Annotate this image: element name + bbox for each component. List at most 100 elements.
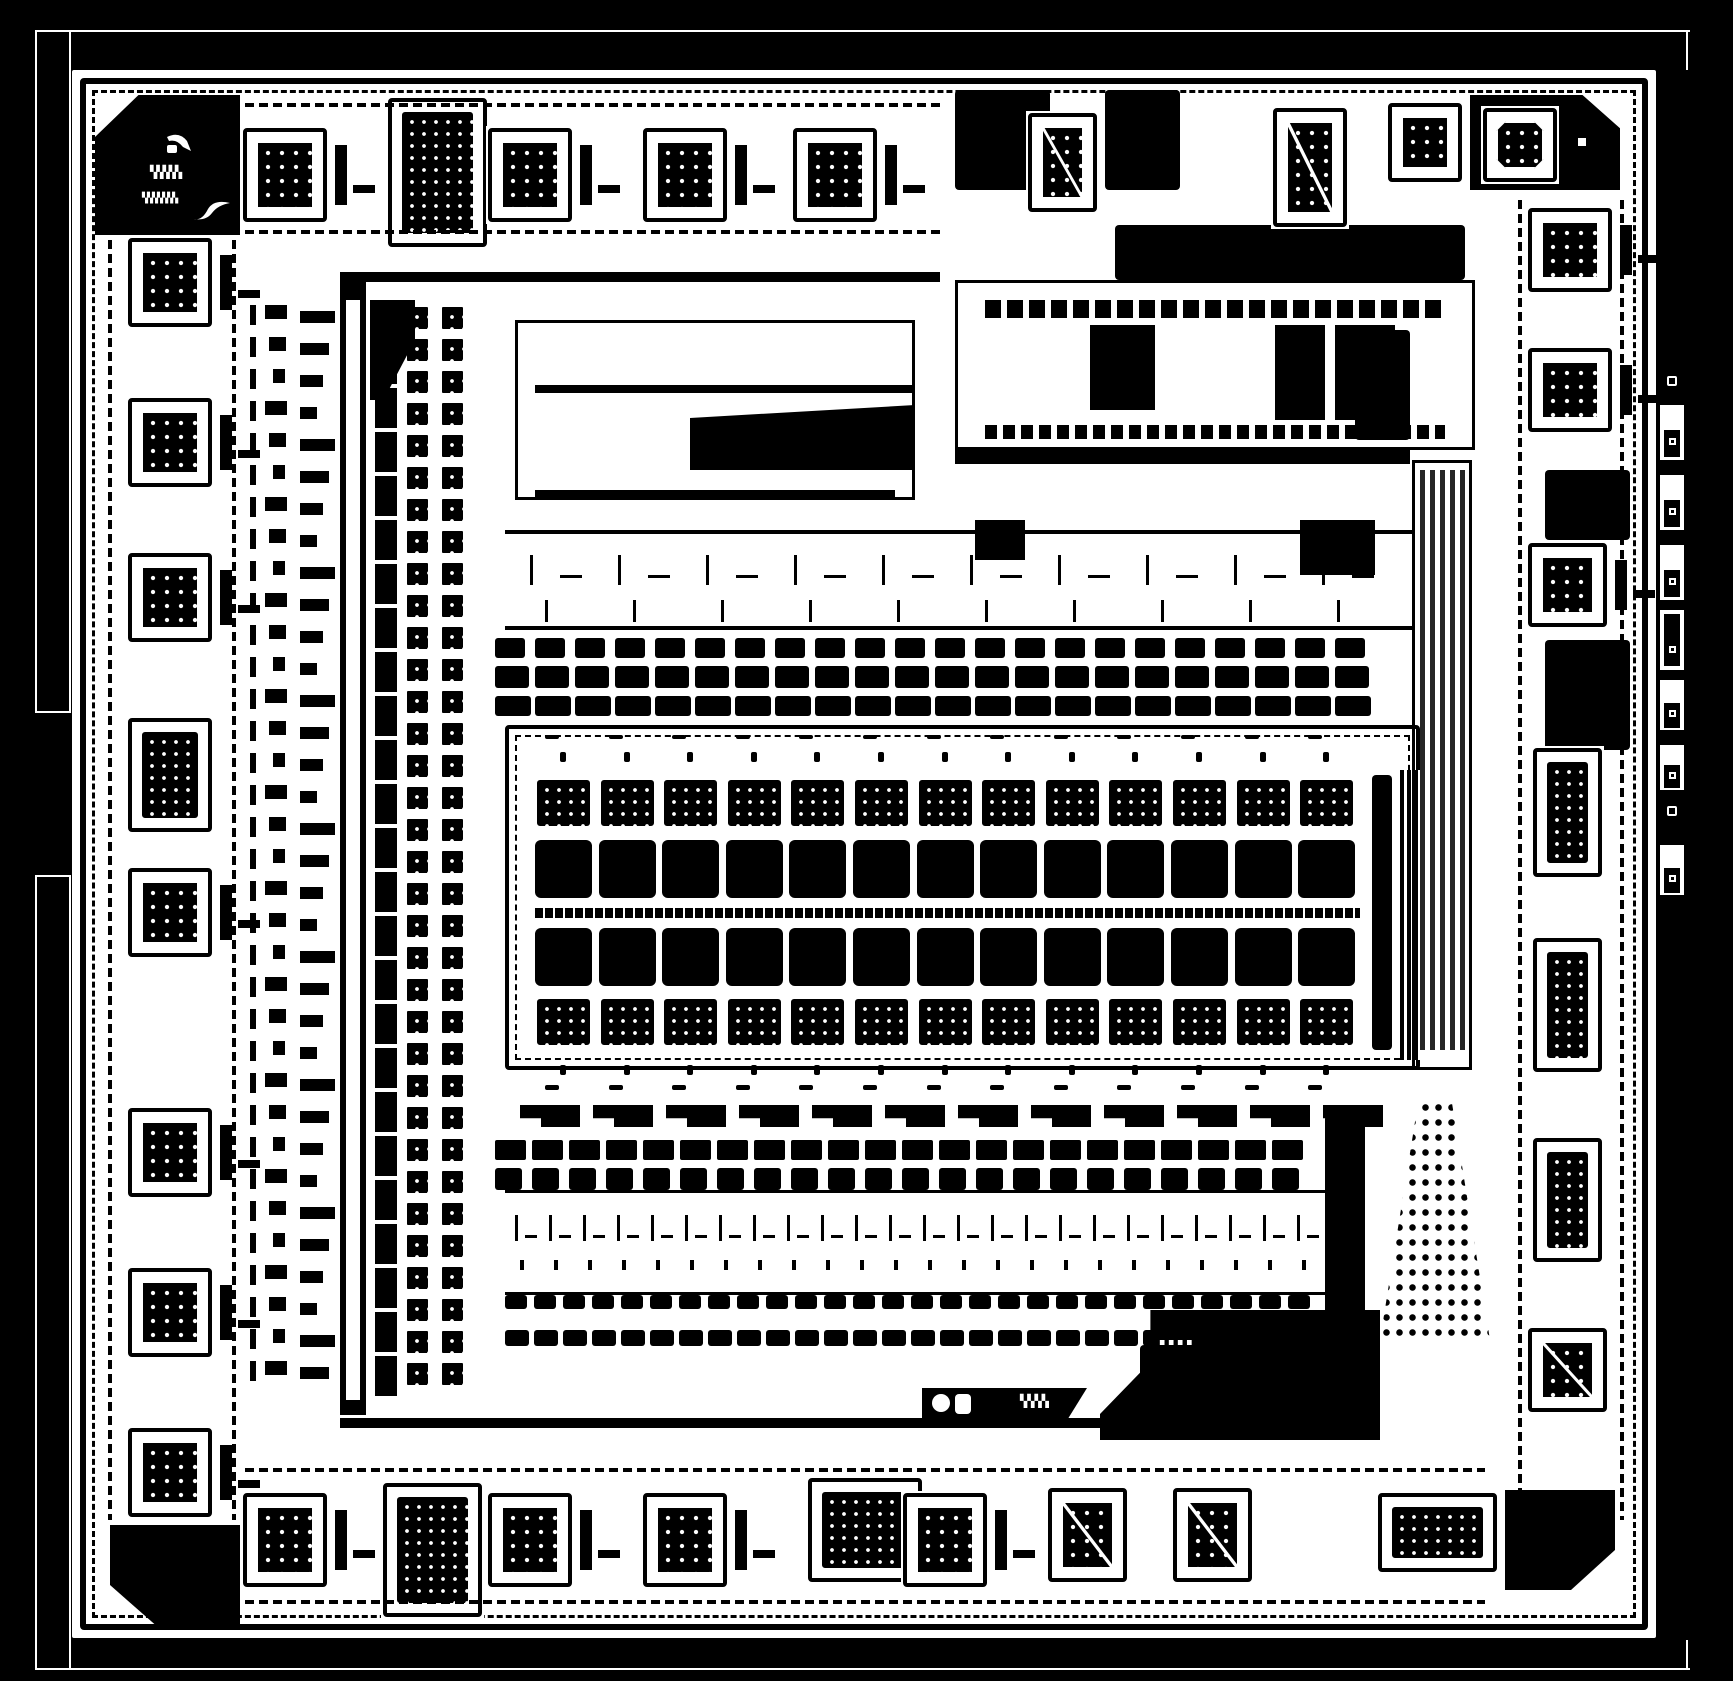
bit-cell xyxy=(708,1330,732,1346)
std-cell xyxy=(300,663,317,675)
array-cell xyxy=(853,840,910,898)
register-cell xyxy=(615,638,645,658)
bit-slice-mark xyxy=(695,1235,707,1238)
std-cell xyxy=(265,785,287,799)
pad-driver xyxy=(238,605,260,613)
register-cell xyxy=(680,1168,707,1190)
array-tick xyxy=(609,735,623,739)
register-cell xyxy=(1124,1168,1151,1190)
array-cell xyxy=(789,778,846,828)
pad-driver xyxy=(353,185,375,193)
wire-stub xyxy=(250,1201,256,1221)
wire-stub xyxy=(648,575,670,578)
wire-stub xyxy=(794,555,797,585)
std-cell xyxy=(405,465,430,491)
top-logic-dark-region xyxy=(690,405,915,470)
bit-slice-mark xyxy=(593,1235,605,1238)
register-cell xyxy=(680,1140,711,1160)
register-cell xyxy=(495,696,531,716)
std-cell xyxy=(269,913,286,927)
pad-square xyxy=(140,250,200,315)
pad-driver xyxy=(238,1160,260,1168)
array-tick xyxy=(942,1065,948,1075)
register-cell xyxy=(976,1140,1007,1160)
pad-ring xyxy=(128,1428,212,1517)
top-right-cell-row-2 xyxy=(985,425,1445,439)
register-cell xyxy=(1175,696,1211,716)
array-cell xyxy=(599,778,656,828)
pad-ring xyxy=(128,1108,212,1197)
array-tick xyxy=(1245,735,1259,739)
std-cell xyxy=(440,1073,465,1099)
std-cell xyxy=(265,1265,287,1279)
register-cell xyxy=(775,638,805,658)
std-cell xyxy=(440,593,465,619)
pad-driver xyxy=(238,1480,260,1488)
std-cell xyxy=(273,561,285,575)
bit-slice-mark xyxy=(1035,1235,1047,1238)
wire-stub xyxy=(736,575,758,578)
register-cell xyxy=(532,1168,559,1190)
bit-slice-mark xyxy=(1059,1215,1062,1241)
mid-bank-dark-cell-2 xyxy=(1300,520,1375,575)
bit-cell xyxy=(998,1295,1020,1309)
std-cell xyxy=(265,305,287,319)
large-block xyxy=(1545,470,1630,540)
std-cell xyxy=(273,1329,285,1343)
lower-logic-frame xyxy=(505,1190,1325,1295)
test-via xyxy=(1669,438,1676,445)
register-cell xyxy=(1095,638,1125,658)
bit-slice-mark xyxy=(821,1215,824,1241)
bit-slice-mark xyxy=(1166,1260,1170,1270)
array-tick xyxy=(990,1085,1004,1090)
bit-slice-mark xyxy=(685,1215,688,1241)
std-cell xyxy=(405,1137,430,1163)
array-tick xyxy=(1323,1065,1329,1075)
pad-driver xyxy=(995,1510,1007,1570)
std-cell xyxy=(273,1041,285,1055)
wire-stub xyxy=(250,1233,256,1253)
bit-cell xyxy=(650,1330,674,1346)
std-cell xyxy=(440,1137,465,1163)
bit-slice-mark xyxy=(967,1235,979,1238)
register-cell xyxy=(1055,638,1085,658)
bit-slice-mark xyxy=(928,1260,932,1270)
register-cell xyxy=(902,1140,933,1160)
register-cell xyxy=(1055,696,1091,716)
array-cell xyxy=(599,840,656,898)
bit-slice-mark xyxy=(1025,1215,1028,1241)
bit-slice-mark xyxy=(1161,1215,1164,1241)
bit-cell xyxy=(1027,1295,1049,1309)
register-cell xyxy=(895,666,929,688)
bit-cell xyxy=(969,1295,991,1309)
core-ring-left-channel xyxy=(346,300,360,1400)
large-block xyxy=(1105,90,1180,190)
bit-slice-mark xyxy=(797,1235,809,1238)
register-cell xyxy=(935,696,971,716)
wire-stub xyxy=(250,625,256,645)
bit-slice-mark xyxy=(1297,1215,1300,1241)
register-cell xyxy=(1087,1168,1114,1190)
register-cell xyxy=(855,666,889,688)
std-cell xyxy=(300,1015,323,1027)
wire-stub xyxy=(721,600,724,622)
array-cell xyxy=(599,928,656,986)
pad-diagonal xyxy=(1285,120,1335,215)
large-block xyxy=(1115,225,1465,280)
std-cell xyxy=(269,433,286,447)
array-cell xyxy=(917,778,974,828)
logo-marking-1: ▚▚▚▚▚ xyxy=(150,165,182,179)
pad-square xyxy=(140,880,200,945)
array-tick xyxy=(814,1065,820,1075)
array-tick xyxy=(1260,752,1266,762)
wire-stub xyxy=(706,555,709,585)
std-cell xyxy=(265,1169,287,1183)
register-cell xyxy=(695,696,731,716)
bit-cell xyxy=(563,1295,585,1309)
register-cell xyxy=(1255,696,1291,716)
bit-slice-mark xyxy=(554,1260,558,1270)
pad-driver xyxy=(1013,1550,1035,1558)
pad-square xyxy=(140,1120,200,1185)
array-tick xyxy=(1181,735,1195,739)
bit-cell xyxy=(998,1330,1022,1346)
